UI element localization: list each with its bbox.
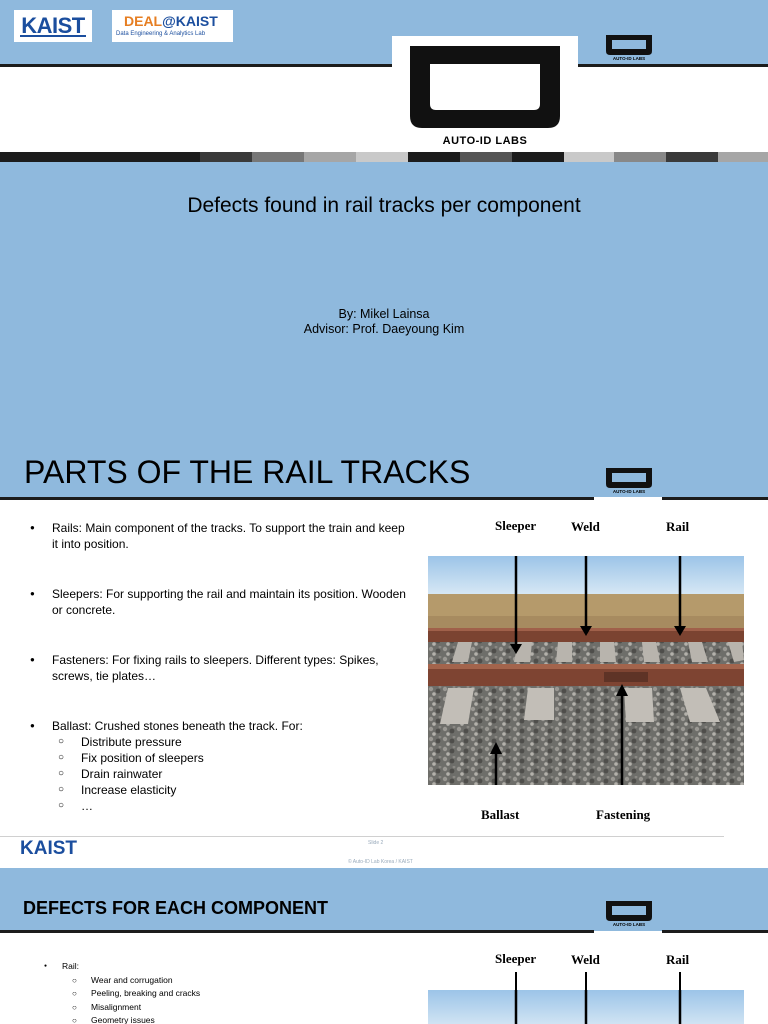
arrow-stem <box>679 972 681 992</box>
sub-list-item: Fix position of sleepers <box>52 750 408 766</box>
deal-logo-part1: DEAL <box>124 13 163 29</box>
slide-title: PARTS OF THE RAIL TRACKS <box>24 454 471 490</box>
auto-id-labs-small-logo: AUTO-ID LABS <box>604 466 654 498</box>
white-band <box>0 66 768 152</box>
author-line: By: Mikel Lainsa <box>338 307 430 321</box>
stripe-segment <box>666 152 718 162</box>
auto-id-logo-text: AUTO-ID LABS <box>612 489 646 494</box>
list-item: Fasteners: For fixing rails to sleepers.… <box>28 652 408 684</box>
sub-list-item: Geometry issues <box>44 1014 200 1024</box>
arrow-stem <box>515 972 517 992</box>
auto-id-logo-icon <box>606 468 652 488</box>
sub-list-item: Drain rainwater <box>52 766 408 782</box>
list-item: Ballast: Crushed stones beneath the trac… <box>28 718 408 814</box>
sleeper-label: Sleeper <box>495 951 537 966</box>
stripe-segment <box>512 152 564 162</box>
weld-label: Weld <box>571 952 600 967</box>
fastening-label: Fastening <box>596 807 651 822</box>
rail-track-image <box>428 990 744 1024</box>
stripe-segment <box>0 152 200 162</box>
defects-slide: DEFECTS FOR EACH COMPONENT AUTO-ID LABS … <box>0 868 768 1024</box>
stripe-segment <box>356 152 408 162</box>
sub-list-item: Wear and corrugation <box>44 974 200 988</box>
auto-id-labs-small-logo: AUTO-ID LABS <box>604 899 654 931</box>
author-block: By: Mikel Lainsa Advisor: Prof. Daeyoung… <box>0 307 768 337</box>
auto-id-logo-icon <box>606 35 652 55</box>
sub-list-item: Misalignment <box>44 1001 200 1015</box>
copyright-notice: © Auto-ID Lab Korea / KAIST <box>348 859 413 865</box>
deal-kaist-logo: DEAL@KAIST Data Engineering & Analytics … <box>112 10 233 42</box>
slide-number: Slide 2 <box>368 840 384 846</box>
rail-label: Rail <box>666 952 690 967</box>
ballast-label: Ballast <box>481 807 520 822</box>
auto-id-logo-icon <box>410 46 560 128</box>
divider-line <box>578 64 768 67</box>
divider-line <box>0 497 594 500</box>
stripe-segment <box>252 152 304 162</box>
footer-divider <box>0 836 724 837</box>
stripe-segment <box>460 152 512 162</box>
sub-list-item: Peeling, breaking and cracks <box>44 987 200 1001</box>
rail-track-image <box>428 556 744 785</box>
stripe-segment <box>564 152 614 162</box>
stripe-segment <box>200 152 252 162</box>
stripe-segment <box>408 152 460 162</box>
list-item-text: Ballast: Crushed stones beneath the trac… <box>52 719 303 733</box>
defects-bullet-list: Rail: Wear and corrugation Peeling, brea… <box>44 960 200 1024</box>
sub-list-item: Increase elasticity <box>52 782 408 798</box>
stripe-segment <box>614 152 666 162</box>
parts-bullet-list: Rails: Main component of the tracks. To … <box>28 520 408 814</box>
list-item: Rails: Main component of the tracks. To … <box>28 520 408 552</box>
slide-title: DEFECTS FOR EACH COMPONENT <box>23 898 329 918</box>
divider-line <box>0 64 392 67</box>
rail-track-photo <box>428 556 744 785</box>
deal-logo-title: DEAL@KAIST <box>124 13 218 29</box>
rail-label: Rail <box>666 519 690 534</box>
parts-slide: PARTS OF THE RAIL TRACKS AUTO-ID LABS Ra… <box>0 440 768 866</box>
rail-track-photo <box>428 990 744 1024</box>
presentation-title: Defects found in rail tracks per compone… <box>187 194 581 217</box>
kaist-logo-text: KAIST <box>21 13 85 38</box>
auto-id-logo-text: AUTO-ID LABS <box>612 922 646 927</box>
sub-list-item: … <box>52 798 408 814</box>
stripe-segment <box>718 152 768 162</box>
list-item: Rail: <box>44 960 200 974</box>
auto-id-logo-text: AUTO-ID LABS <box>612 56 646 61</box>
list-item: Sleepers: For supporting the rail and ma… <box>28 586 408 618</box>
auto-id-labs-logo: AUTO-ID LABS <box>392 36 578 152</box>
arrow-stem <box>585 972 587 992</box>
kaist-logo: KAIST <box>14 10 92 42</box>
auto-id-logo-icon <box>606 901 652 921</box>
weld-label: Weld <box>571 519 600 534</box>
advisor-line: Advisor: Prof. Daeyoung Kim <box>303 322 465 336</box>
stripe-segment <box>304 152 356 162</box>
auto-id-logo-text: AUTO-ID LABS <box>442 135 528 147</box>
footer-kaist-logo: KAIST <box>20 838 77 859</box>
sub-list-item: Distribute pressure <box>52 734 408 750</box>
sleeper-label: Sleeper <box>495 518 537 533</box>
divider-line <box>662 930 768 933</box>
deal-logo-subtitle: Data Engineering & Analytics Lab <box>116 31 206 37</box>
divider-line <box>0 930 594 933</box>
deal-logo-part2: @KAIST <box>162 13 218 29</box>
divider-line <box>662 497 768 500</box>
title-slide: KAIST DEAL@KAIST Data Engineering & Anal… <box>0 0 768 440</box>
auto-id-labs-small-logo: AUTO-ID LABS <box>604 33 654 65</box>
